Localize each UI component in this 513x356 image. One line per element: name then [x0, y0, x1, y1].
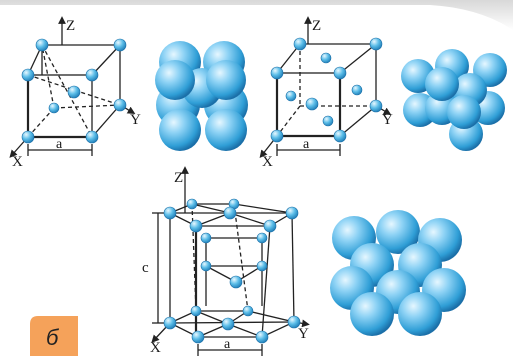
hcp-packing-spheres: [330, 210, 466, 336]
bcc-axis-x: X: [12, 154, 23, 170]
hcp-axis-y: Y: [298, 326, 309, 342]
fcc-axis-z: Z: [312, 18, 321, 34]
page-curl: [0, 0, 513, 30]
bcc-packing-spheres: [155, 41, 248, 151]
hcp-axis-z: Z: [174, 170, 183, 186]
fcc-axis-y: Y: [382, 112, 393, 128]
hcp-atoms: [163, 198, 301, 344]
hcp-axis-x: X: [150, 340, 161, 356]
fcc-atoms: [270, 37, 383, 143]
figure-badge-label: б: [46, 325, 60, 350]
bcc-atoms: [21, 38, 127, 144]
hcp-edge-label: a: [224, 337, 231, 352]
bcc-axis-z: Z: [66, 18, 75, 34]
fcc-packing-spheres: [401, 49, 507, 151]
bcc-edge-label: a: [56, 137, 63, 152]
figure-badge: б: [30, 316, 78, 356]
hcp-height-label: c: [142, 260, 149, 276]
bcc-axis-y: Y: [130, 112, 141, 128]
fcc-axis-x: X: [262, 154, 273, 170]
fcc-edge-label: a: [303, 137, 310, 152]
